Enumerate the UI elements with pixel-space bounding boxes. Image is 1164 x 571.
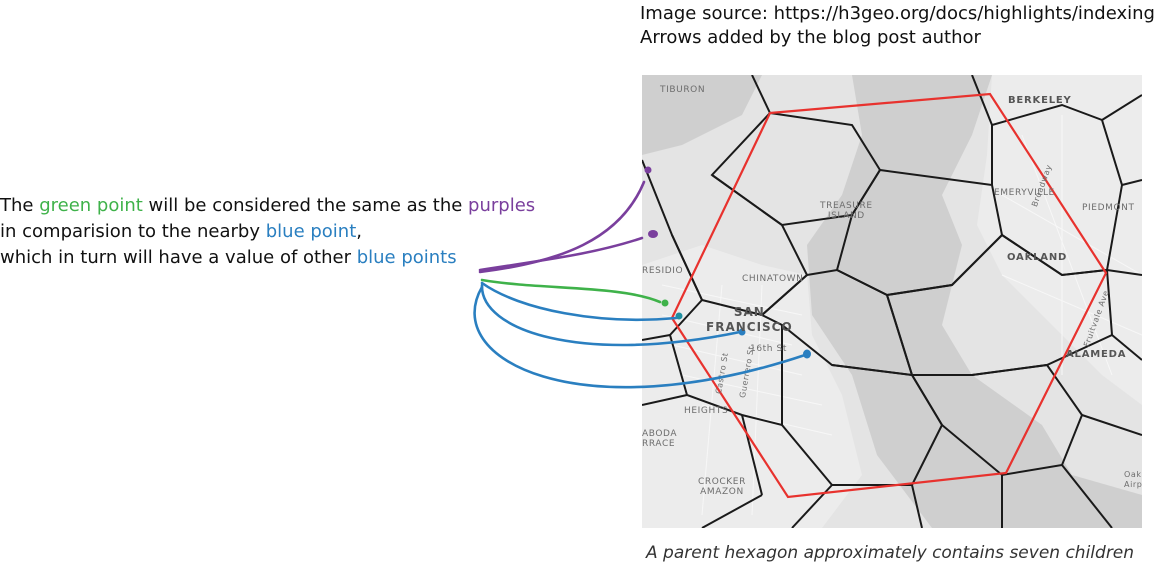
label-oakland: OAKLAND — [1007, 252, 1068, 263]
author-note-line: Arrows added by the blog post author — [640, 27, 981, 48]
map-caption: A parent hexagon approximately contains … — [646, 543, 1135, 563]
explanation-line-3: which in turn will have a value of other… — [0, 247, 457, 268]
label-heights: HEIGHTS — [684, 406, 729, 416]
bay-water — [642, 75, 1142, 528]
label-presidio: RESIDIO — [642, 266, 684, 276]
arrow-to-green — [480, 278, 662, 304]
blue-point-label: blue point — [265, 221, 357, 242]
label-crocker-amazon: CROCKER AMAZON — [698, 477, 746, 497]
north-water — [642, 75, 762, 155]
blue-points-label: blue points — [356, 247, 457, 268]
source-line: Image source: https://h3geo.org/docs/hig… — [640, 3, 1155, 24]
label-alameda: ALAMEDA — [1066, 349, 1127, 360]
explanation-text: The green point will be considered the s… — [0, 193, 535, 271]
east-bay-land — [977, 75, 1142, 405]
purple-point — [644, 166, 652, 174]
label-berkeley: BERKELEY — [1008, 95, 1072, 106]
label-tiburon: TIBURON — [660, 85, 706, 95]
label-emeryville: EMERYVILLE — [994, 188, 1055, 198]
purple-point — [648, 230, 658, 238]
label-piedmont: PIEDMONT — [1082, 203, 1135, 213]
label-san-francisco: SAN FRANCISCO — [706, 305, 793, 334]
child-hex-8 — [991, 103, 1124, 277]
map-graphic — [642, 75, 1142, 528]
green-point-label: green point — [39, 195, 143, 216]
label-treasure-island: TREASURE ISLAND — [820, 201, 873, 221]
label-oak-airport: Oak Airp — [1124, 470, 1142, 489]
blue-point-teal — [675, 312, 683, 320]
label-chinatown: CHINATOWN — [742, 274, 804, 284]
hexagon-map: TIBURON BERKELEY TREASURE ISLAND EMERYVI… — [642, 75, 1142, 528]
explanation-line-2: in comparision to the nearby blue point, — [0, 221, 363, 242]
image-source-note: Image source: https://h3geo.org/docs/hig… — [640, 2, 1155, 50]
label-aboda: ABODA RRACE — [642, 429, 678, 449]
blue-point — [803, 349, 811, 359]
purples-label: purples — [468, 195, 536, 216]
explanation-line-1: The green point will be considered the s… — [0, 195, 536, 216]
green-point — [661, 299, 669, 307]
